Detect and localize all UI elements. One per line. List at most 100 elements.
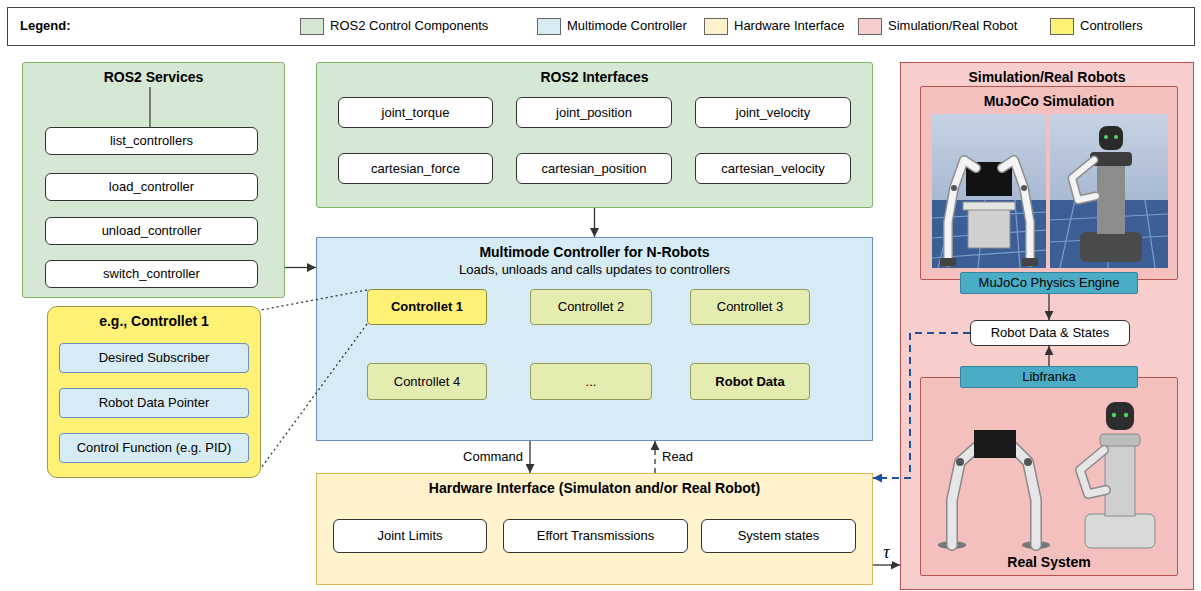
node-title: cartesian_position	[542, 161, 647, 177]
simulation-render-dual-arm	[932, 200, 1046, 268]
node-title: Effort Transmissions	[537, 528, 655, 544]
item-box: joint_torque	[338, 97, 493, 128]
arrow-connector	[1048, 346, 1049, 366]
simulation-render-dual-arm	[940, 258, 956, 266]
node-title: cartesian_velocity	[721, 161, 824, 177]
simulation-render-mobile-robot	[1050, 114, 1168, 268]
legend-text: Controllers	[1080, 18, 1143, 34]
simulation-render-dual-arm	[963, 202, 1015, 210]
ros2-panel: ROS2 Serviceslist_controllersload_contro…	[22, 62, 285, 298]
legend-text: Multimode Controller	[567, 18, 687, 34]
node-title: list_controllers	[110, 133, 193, 149]
node-title: Robot Data Pointer	[99, 395, 210, 411]
item-box: switch_controller	[45, 260, 258, 288]
node-title: ...	[586, 374, 597, 390]
simulation-render-dual-arm	[968, 208, 1010, 248]
simulation-render-mobile-robot	[1050, 200, 1168, 268]
legend-swatch	[858, 18, 882, 35]
real-robot-photo	[974, 430, 1016, 458]
real-robot-photo	[952, 446, 978, 545]
arrow-connector	[873, 333, 970, 478]
arrow-connector	[285, 267, 316, 268]
node-title: cartesian_force	[371, 161, 460, 177]
item-box: Joint Limits	[333, 519, 487, 553]
real-robot-photo	[1022, 541, 1050, 549]
node-title: Libfranka	[1022, 369, 1075, 385]
simulation-render-dual-arm	[932, 114, 1046, 268]
real-robot-photo	[1105, 440, 1135, 516]
simulation-render-dual-arm	[948, 160, 976, 262]
edge-label: Command	[461, 449, 525, 465]
node-title: MuJoCo Simulation	[984, 93, 1115, 110]
real-robot-photo	[938, 402, 1155, 549]
node-title: ROS2 Services	[104, 69, 204, 86]
callout-box: e.g., Controllet 1 Desired SubscriberRobo…	[47, 306, 261, 478]
legend-text: Hardware Interface	[734, 18, 845, 34]
arrow-connector	[1048, 294, 1049, 320]
controllet-box: Controllet 2	[530, 289, 652, 325]
component-box: Robot Data Pointer	[59, 388, 249, 418]
legend-text: ROS2 Control Components	[330, 18, 488, 34]
node-title: Multimode Controller for N-Robots	[479, 244, 709, 261]
item-box: joint_position	[516, 97, 672, 128]
item-box: cartesian_position	[516, 153, 672, 184]
edge-label: Read	[660, 449, 695, 465]
item-box: cartesian_velocity	[695, 153, 851, 184]
tree-line	[149, 87, 150, 127]
simulation-render-mobile-robot	[1114, 135, 1118, 139]
node-title: Controllet 2	[558, 299, 624, 315]
node-title: Real System	[1007, 554, 1090, 571]
real-robot-photo	[1124, 413, 1128, 417]
legend-swatch	[704, 18, 728, 35]
simulation-render-mobile-robot	[1050, 114, 1168, 268]
item-box: unload_controller	[45, 217, 258, 245]
item-box: Robot Data & States	[970, 320, 1130, 346]
simulation-render-dual-arm	[1022, 258, 1038, 266]
simulation-render-mobile-robot	[1097, 160, 1125, 234]
node-title: joint_torque	[382, 105, 450, 121]
arrow-connector	[654, 441, 655, 473]
item-box: cartesian_force	[338, 153, 493, 184]
node-title: Simulation/Real Robots	[968, 69, 1125, 86]
simulation-render-dual-arm	[1002, 160, 1030, 262]
leader-line	[261, 324, 367, 468]
node-title: e.g., Controllet 1	[99, 313, 209, 330]
node-title: MuJoCo Physics Engine	[979, 275, 1120, 291]
real-robot-photo	[1024, 458, 1032, 466]
controllet-box: Controllet 3	[690, 289, 810, 325]
node-title: Hardware Interface (Simulaton and/or Rea…	[429, 480, 760, 497]
simulation-render-mobile-robot	[1099, 126, 1123, 150]
component-box: Desired Subscriber	[59, 343, 249, 373]
controller-panel: Multimode Controller for N-RobotsLoads, …	[316, 237, 873, 441]
simulation-render-mobile-robot	[1104, 135, 1108, 139]
legend-swatch	[537, 18, 561, 35]
node-title: ROS2 Interfaces	[540, 69, 648, 86]
node-title: Robot Data & States	[991, 325, 1110, 341]
real-robot-photo	[956, 458, 964, 466]
hardware-panel: Hardware Interface (Simulaton and/or Rea…	[316, 473, 873, 585]
node-title: Controllet 1	[391, 299, 463, 315]
node-title: Joint Limits	[377, 528, 442, 544]
driver-bar: Libfranka	[960, 366, 1138, 388]
item-box: System states	[701, 519, 856, 553]
ros2-panel: ROS2 Interfaces joint_torque joint_positio…	[316, 62, 873, 208]
arrow-connector	[529, 441, 530, 473]
controllet-box: Controllet 4	[367, 363, 487, 400]
driver-bar: MuJoCo Physics Engine	[960, 272, 1138, 294]
simulation-render-dual-arm	[1021, 185, 1027, 191]
simulation-render-dual-arm	[948, 160, 976, 262]
real-robot-photo	[1012, 446, 1036, 545]
legend-frame	[8, 8, 1195, 46]
real-robot-photo	[1085, 514, 1155, 548]
real-robot-photo	[1106, 402, 1134, 430]
item-box: joint_velocity	[695, 97, 851, 128]
node-title: Robot Data	[715, 374, 784, 390]
node-title: Control Function (e.g. PID)	[77, 440, 232, 456]
simulation-render-dual-arm	[1002, 160, 1030, 262]
real-system-box: Real System	[920, 377, 1178, 576]
